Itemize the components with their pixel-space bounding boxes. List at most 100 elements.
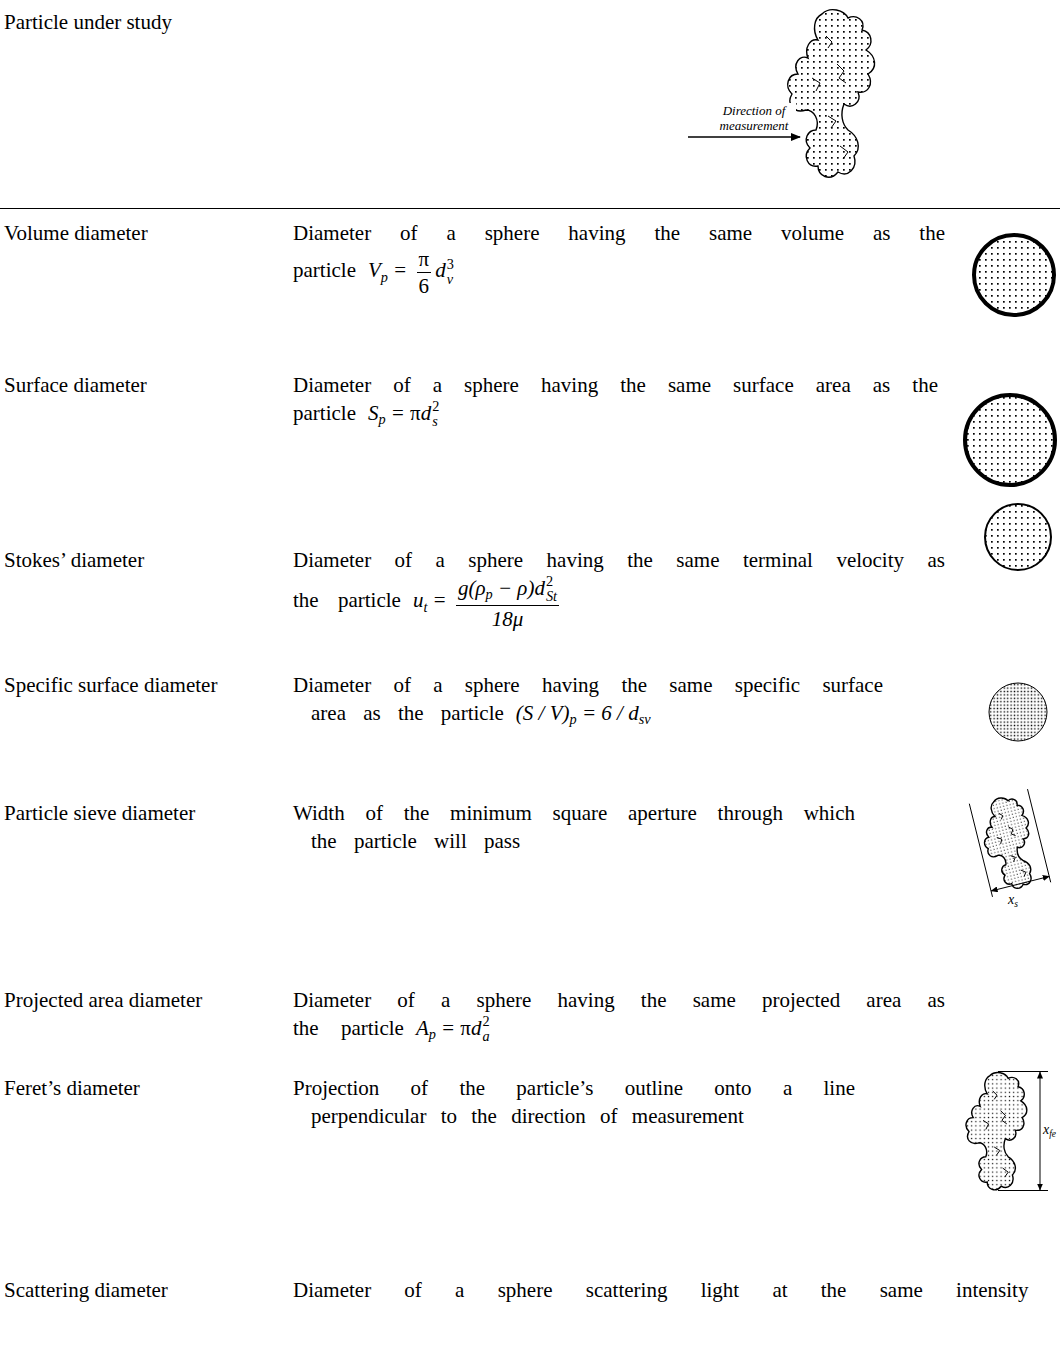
formula-subscript: p <box>378 411 385 427</box>
term-name: Stokes’ diameter <box>4 548 144 572</box>
formula: Ap =πd2a <box>416 1014 490 1048</box>
direction-arrow <box>688 136 800 138</box>
formula-operator: = <box>392 401 404 425</box>
definition-text: Projection of the particle’s outline ont… <box>293 1076 855 1128</box>
formula-script-stack: 3v <box>447 257 454 287</box>
formula-symbol: d <box>421 401 432 425</box>
dimension-label: xfe <box>1043 1122 1056 1142</box>
formula-subscript: sv <box>639 711 651 727</box>
definition-row: Diameter of a sphere scattering light at… <box>293 1276 1053 1304</box>
dimension-symbol: x <box>1043 1122 1049 1137</box>
term-holder: Scattering diameter <box>4 1276 168 1304</box>
formula-symbol: = 6 / d <box>582 701 639 725</box>
formula: Sp=πd2s <box>368 399 439 433</box>
formula-superscript: 2 <box>546 574 557 589</box>
formula-fraction: π6 <box>417 247 432 298</box>
section-heading: Particle under study <box>4 10 172 34</box>
formula: ut=g(ρp− ρ)d2St18μ <box>413 574 563 631</box>
formula-subscript: v <box>447 272 454 287</box>
term-holder: Stokes’ diameter <box>4 546 144 574</box>
formula-symbol: V <box>368 258 381 282</box>
definition-text: Diameter of a sphere having the same vol… <box>293 221 945 282</box>
formula: (S / V)p = 6 / dsv <box>516 699 651 733</box>
formula-operator: = <box>442 1016 454 1040</box>
dimension-arrow <box>1040 1072 1041 1190</box>
definition-row: Diameter of a sphere having the same spe… <box>293 671 883 733</box>
term-name: Surface diameter <box>4 373 147 397</box>
definition-text: Diameter of a sphere having the same pro… <box>293 988 945 1040</box>
formula-symbol: 18μ <box>492 607 524 631</box>
definition-row: Diameter of a sphere having the same pro… <box>293 986 945 1048</box>
definition-row: Diameter of a sphere having the same sur… <box>293 371 938 433</box>
formula-symbol: π <box>460 1016 471 1040</box>
term-name: Volume diameter <box>4 221 148 245</box>
fraction-denominator: 6 <box>417 273 432 298</box>
definition-row: Diameter of a sphere having the same ter… <box>293 546 945 631</box>
particle-drawing <box>966 1073 1027 1190</box>
sphere-drawing <box>985 504 1051 570</box>
sphere-drawing <box>989 683 1047 741</box>
formula-symbol: S <box>368 401 379 425</box>
formula-subscript: t <box>423 599 427 615</box>
formula-operator: = <box>394 258 406 282</box>
dimension-arrow <box>991 876 1049 891</box>
heading-text-holder: Particle under study <box>4 8 172 36</box>
term-name: Projected area diameter <box>4 988 202 1012</box>
tangent-line <box>998 1190 1048 1191</box>
formula-subscript: s <box>432 414 439 429</box>
term-holder: Particle sieve diameter <box>4 799 195 827</box>
formula-superscript: 3 <box>447 257 454 272</box>
fraction-numerator: π <box>417 247 432 273</box>
formula-subscript: p <box>429 1026 436 1042</box>
particle-drawing <box>975 793 1044 894</box>
term-holder: Specific surface diameter <box>4 671 217 699</box>
formula-subscript: p <box>486 586 493 602</box>
term-name: Feret’s diameter <box>4 1076 140 1100</box>
formula-script-stack: 2St <box>546 574 557 604</box>
formula-symbol: d <box>435 258 446 282</box>
term-holder: Projected area diameter <box>4 986 202 1014</box>
formula-superscript: 2 <box>482 1014 489 1029</box>
formula-symbol: (S / V) <box>516 701 570 725</box>
dimension-subscript: fe <box>1049 1129 1056 1139</box>
term-name: Scattering diameter <box>4 1278 168 1302</box>
sphere-drawing <box>974 235 1054 315</box>
term-holder: Surface diameter <box>4 371 147 399</box>
formula-script-stack: 2s <box>432 399 439 429</box>
formula-symbol: 6 <box>419 274 430 298</box>
definition-row: Diameter of a sphere having the same vol… <box>293 219 945 298</box>
formula-subscript: St <box>546 589 557 604</box>
aperture-line <box>969 804 992 897</box>
aperture-line <box>1028 789 1051 882</box>
formula-subscript: p <box>569 711 576 727</box>
formula: Vp=π6d3v <box>368 247 454 298</box>
direction-label-holder: Direction of measurement <box>712 103 796 133</box>
particle-drawing <box>788 10 875 177</box>
formula-subscript: a <box>482 1029 489 1044</box>
fraction-denominator: 18μ <box>456 606 559 631</box>
formula-symbol: − ρ)d <box>498 576 545 600</box>
term-name: Particle sieve diameter <box>4 801 195 825</box>
term-holder: Feret’s diameter <box>4 1074 140 1102</box>
formula-script-stack: 2a <box>482 1014 489 1044</box>
formula-fraction: g(ρp − ρ)d2St 18μ <box>456 574 559 631</box>
term-name: Specific surface diameter <box>4 673 217 697</box>
formula-subscript: p <box>381 269 388 285</box>
term-holder: Volume diameter <box>4 219 148 247</box>
dimension-label: xs <box>1008 892 1018 912</box>
definition-text: Diameter of a sphere having the same ter… <box>293 548 945 612</box>
direction-label: Direction of measurement <box>720 103 789 133</box>
formula-symbol: π <box>419 247 430 271</box>
formula-superscript: 2 <box>432 399 439 414</box>
sphere-drawing <box>965 395 1055 485</box>
formula-symbol: g(ρ <box>458 576 486 600</box>
formula-symbol: A <box>416 1016 429 1040</box>
tangent-line <box>998 1071 1048 1072</box>
definition-row: Projection of the particle’s outline ont… <box>293 1074 855 1130</box>
definition-row: Width of the minimum square aperture thr… <box>293 799 855 855</box>
dimension-symbol: x <box>1008 892 1014 907</box>
definition-text: Width of the minimum square aperture thr… <box>293 801 855 853</box>
definition-text: Diameter of a sphere scattering light at… <box>293 1278 1028 1302</box>
formula-symbol: d <box>471 1016 482 1040</box>
